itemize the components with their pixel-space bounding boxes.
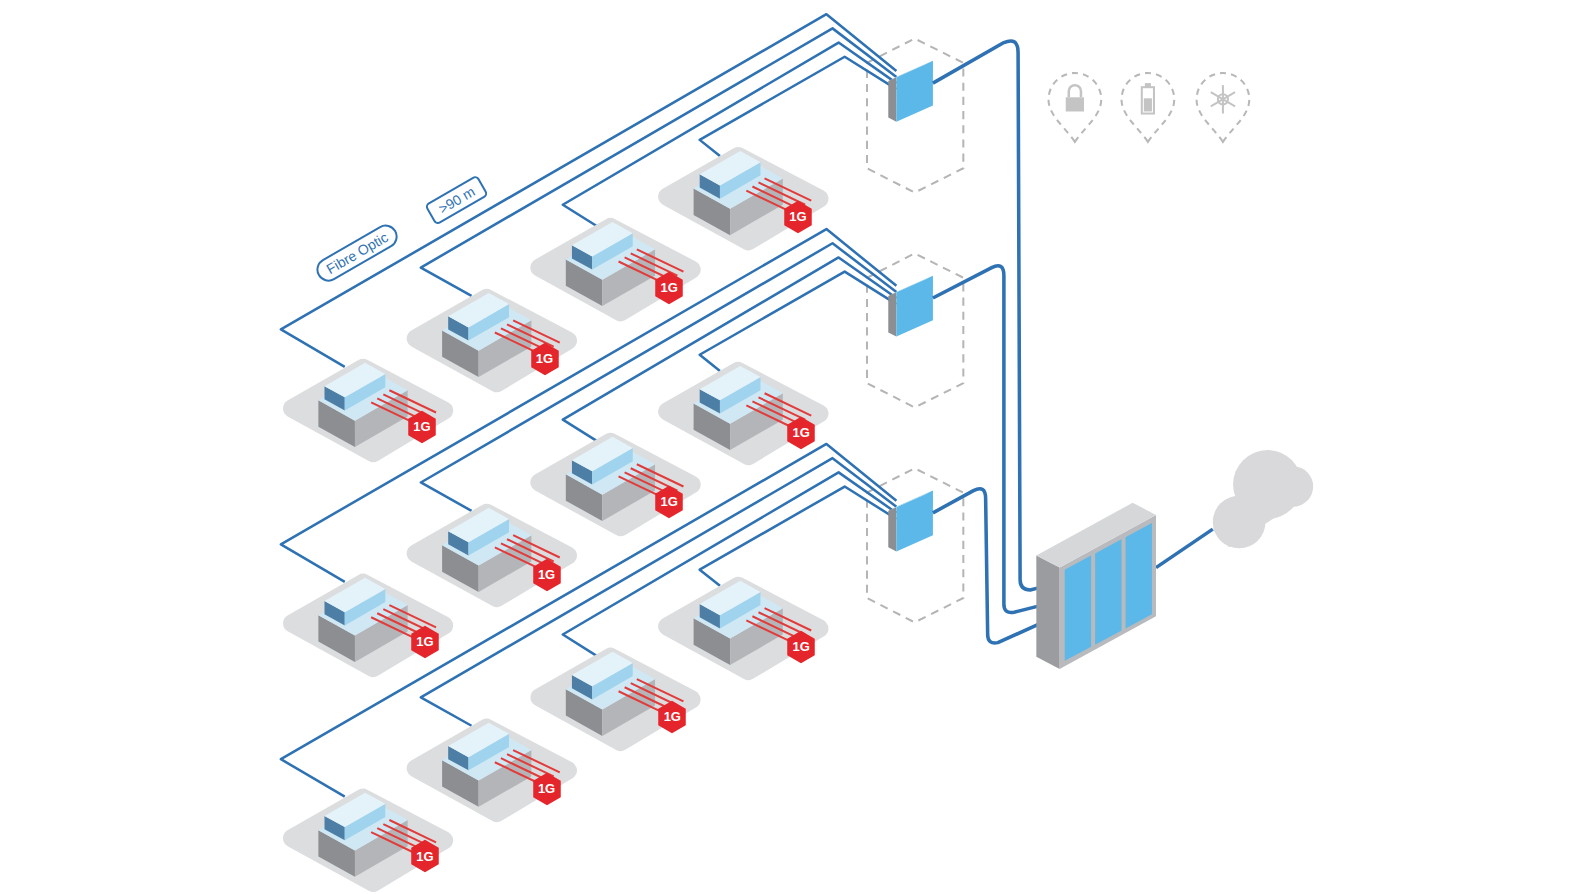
rack-panel: [1065, 555, 1091, 660]
badge-shape: [408, 410, 436, 443]
badge-shape: [411, 840, 439, 873]
machine-group: [281, 14, 963, 453]
speed-label: 1G: [416, 849, 433, 864]
badge-shape: [659, 700, 687, 733]
battery-tip: [1145, 83, 1151, 87]
cloud-link: [1156, 529, 1213, 568]
speed-label: 1G: [536, 351, 553, 366]
speed-badge: 1G: [531, 558, 563, 592]
speed-label: 1G: [661, 280, 678, 295]
feature-pins: [1049, 73, 1250, 142]
machine-group: [281, 229, 963, 668]
speed-label: 1G: [661, 494, 678, 509]
badge-shape: [533, 772, 561, 805]
cable-label: >90 m: [435, 183, 477, 217]
speed-badge: 1G: [653, 271, 685, 305]
speed-label: 1G: [413, 419, 430, 434]
speed-badge: 1G: [785, 630, 817, 664]
pin-outline: [1049, 73, 1102, 142]
rack-face: [1036, 555, 1059, 669]
pin-outline: [1122, 73, 1175, 142]
badge-shape: [411, 625, 439, 658]
rack-panel: [1095, 539, 1121, 644]
speed-label: 1G: [789, 209, 806, 224]
machine-group: [281, 444, 963, 883]
speed-badge: 1G: [653, 485, 685, 519]
speed-label: 1G: [664, 709, 681, 724]
badge-shape: [655, 485, 683, 518]
badge-shape: [533, 558, 561, 591]
speed-badge: 1G: [782, 200, 814, 234]
battery-body: [1142, 87, 1154, 113]
badge-shape: [784, 201, 812, 234]
speed-badge: 1G: [406, 410, 438, 444]
speed-label: 1G: [416, 634, 433, 649]
lock-shackle: [1069, 85, 1081, 97]
cloud-part: [1213, 474, 1310, 547]
snowflake-arm: [1211, 92, 1235, 106]
speed-badge: 1G: [785, 416, 817, 450]
cloud: [1213, 450, 1313, 548]
badge-shape: [655, 272, 683, 305]
speed-badge: 1G: [409, 625, 441, 659]
speed-label: 1G: [792, 425, 809, 440]
cable-tag: >90 m: [424, 174, 489, 225]
speed-badge: 1G: [656, 700, 688, 734]
uplink-wire: [933, 489, 1038, 643]
snowflake-arm: [1211, 92, 1235, 106]
server-rack: [1036, 503, 1156, 669]
pin-outline: [1197, 73, 1250, 142]
cable-tag: Fibre Optic: [312, 220, 402, 286]
uplink-wires: [933, 41, 1213, 643]
badge-shape: [787, 630, 815, 663]
speed-label: 1G: [792, 639, 809, 654]
speed-badge: 1G: [409, 839, 441, 873]
battery-level: [1144, 98, 1152, 111]
speed-label: 1G: [538, 781, 555, 796]
snowflake: [1211, 85, 1235, 113]
rack-panel: [1126, 523, 1152, 628]
badge-shape: [531, 342, 559, 375]
speed-badge: 1G: [529, 342, 561, 376]
speed-label: 1G: [538, 567, 555, 582]
lock-body: [1066, 97, 1084, 111]
cable-label: Fibre Optic: [323, 229, 390, 277]
badge-shape: [787, 416, 815, 449]
speed-badge: 1G: [531, 772, 563, 806]
snowflake-core: [1218, 94, 1228, 104]
